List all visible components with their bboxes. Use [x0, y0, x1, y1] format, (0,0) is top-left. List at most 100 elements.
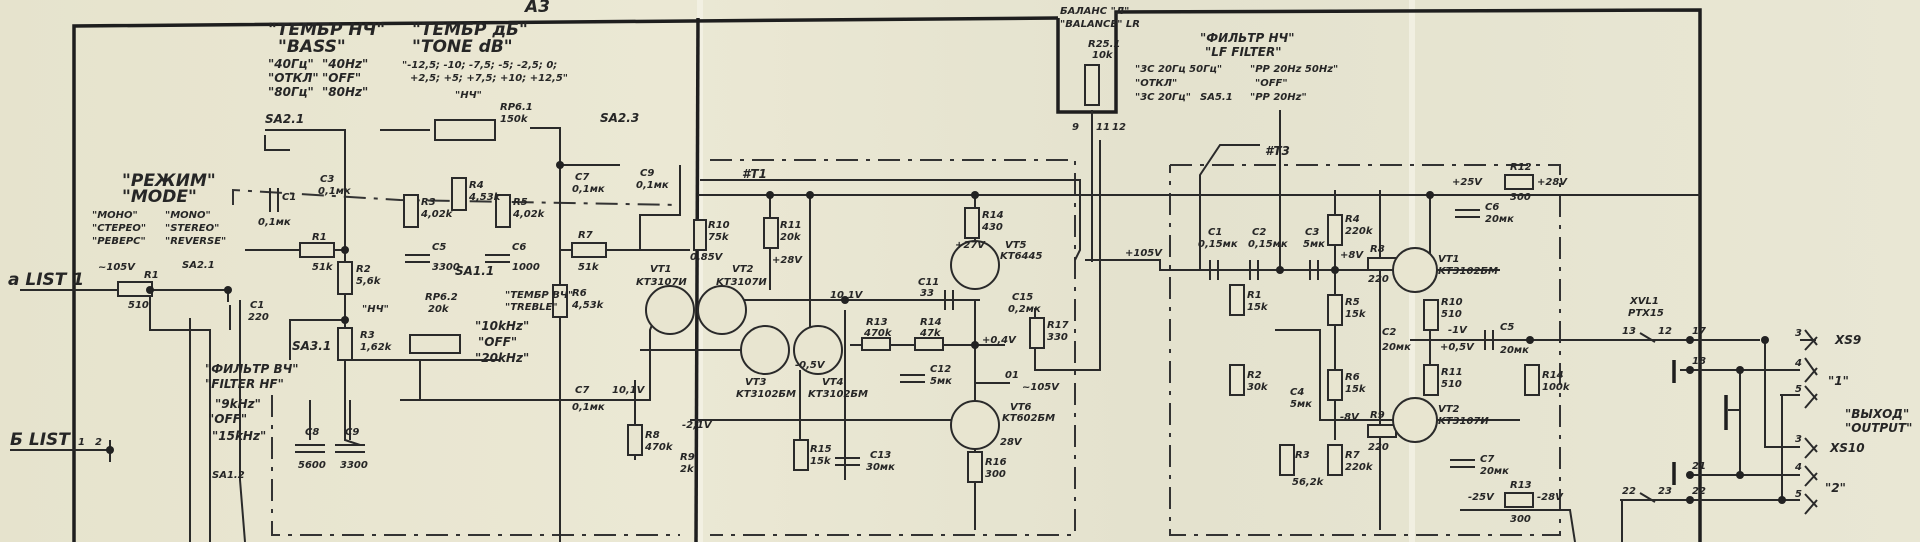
treble-option: "OFF": [478, 335, 517, 349]
part-ref: R3: [360, 330, 375, 341]
part-ref: C7: [575, 172, 589, 183]
part-ref: R4: [1345, 214, 1360, 225]
bass-option: "40Hz": [322, 57, 368, 71]
part-ref: C15: [1012, 292, 1033, 303]
mode-option: "РЕВЕРС": [92, 236, 146, 247]
mode-option: "REVERSE": [165, 236, 226, 247]
treble-hf: "НЧ": [362, 304, 389, 315]
part-ref: C3: [320, 174, 334, 185]
voltage-label: +8V: [1340, 250, 1364, 261]
part-value: 56,2k: [1292, 477, 1325, 488]
voltage-label: ~105V: [1022, 382, 1060, 393]
output-title-ru: "ВЫХОД": [1845, 407, 1909, 421]
relay-type: PTX15: [1628, 308, 1664, 319]
pin-label: 12: [1658, 326, 1672, 337]
switch-label: SA2.1: [265, 112, 304, 126]
part-ref: C5: [432, 242, 446, 253]
part-value: 430: [981, 222, 1003, 233]
part-ref: R15: [810, 444, 832, 455]
pin-label: 11: [1096, 122, 1110, 133]
filter-hf-title-en: "FILTER HF": [205, 377, 284, 391]
treble-option: "20kHz": [475, 351, 529, 365]
balance-labels: БАЛАНС "Л" "BALANCE" LR R25.1 10k 9 11 1…: [1060, 6, 1140, 133]
part-value: 20мк: [1500, 345, 1529, 356]
transistor-ref: VT1: [1438, 254, 1460, 265]
filter-lf-option: "3С 20Гц 50Гц": [1135, 64, 1222, 75]
filter-hf-option: "15kHz": [212, 429, 266, 443]
part-value: 20мк: [1382, 342, 1411, 353]
transistor-type: KT3102БМ: [1438, 266, 1498, 277]
part-ref: R14: [920, 317, 942, 328]
part-value: 510: [1441, 309, 1462, 320]
channel-label: "2": [1825, 481, 1846, 495]
voltage-label: +0,4V: [982, 335, 1017, 346]
pot-value: 10k: [1092, 50, 1114, 61]
part-value: 51k: [578, 262, 600, 273]
tone-steps: +2,5; +5; +7,5; +10; +12,5": [410, 73, 568, 84]
voltage-label: -1V: [1448, 325, 1468, 336]
balance-title-en: "BALANCE" LR: [1060, 19, 1140, 30]
switch-label: SA2.1: [182, 260, 215, 271]
filter-lf-option: "OFF": [1255, 78, 1288, 89]
pin-label: 17: [1692, 326, 1706, 337]
transistor-ref: VT4: [822, 377, 844, 388]
wires: [10, 110, 1818, 542]
part-value: 220: [1368, 442, 1389, 453]
part-value: 15k: [1345, 384, 1367, 395]
switch-label: SA5.1: [1200, 92, 1233, 103]
part-ref: C12: [930, 364, 951, 375]
part-value: 15k: [1247, 302, 1269, 313]
treble-title-ru: "ТЕМБР ВЧ": [505, 290, 573, 301]
part-ref: R1: [1247, 290, 1262, 301]
part-value: 3300: [340, 460, 368, 471]
input-1-label: a LIST 1: [8, 270, 84, 290]
voltage-label: +0,5V: [1440, 342, 1475, 353]
part-value: 220: [248, 312, 269, 323]
bass-labels: "ТЕМБР НЧ" "BASS" "40Гц" "ОТКЛ" "80Гц" "…: [265, 20, 385, 126]
resistor-value: 510: [128, 300, 149, 311]
part-value: 0,1мк: [636, 180, 669, 191]
part-ref: C1: [1208, 227, 1222, 238]
tone-labels: "ТЕМБР дБ" "TONE dB" "-12,5; -10; -7,5; …: [402, 20, 639, 125]
mode-labels: "РЕЖИМ" "MODE" "МОНО" "СТЕРЕО" "РЕВЕРС" …: [92, 171, 226, 271]
bass-option: "OFF": [322, 71, 361, 85]
part-value: 5,6k: [356, 276, 382, 287]
part-value: 3300: [432, 262, 460, 273]
resistor-ref: R1: [144, 270, 159, 281]
pin-label: 1: [78, 437, 85, 448]
filter-lf-title-ru: "ФИЛЬТР НЧ": [1200, 31, 1294, 45]
part-value: 470k: [863, 328, 893, 339]
part-value: 220k: [1345, 462, 1374, 473]
filter-hf-title-ru: "ФИЛЬТР ВЧ": [205, 362, 299, 376]
tone-steps: "-12,5; -10; -7,5; -5; -2,5; 0;: [402, 60, 557, 71]
voltage-label: 10,1V: [830, 290, 864, 301]
mode-title-en: "MODE": [122, 187, 197, 207]
part-ref: R13: [1510, 480, 1532, 491]
voltage-label: ~105V: [98, 262, 136, 273]
part-ref: C1: [282, 192, 296, 203]
transistor-type: KT3107И: [636, 277, 687, 288]
part-value: 0,1мк: [318, 186, 351, 197]
part-ref: C5: [1500, 322, 1514, 333]
part-value: 4,02k: [420, 209, 454, 220]
pot-value: 150k: [500, 114, 529, 125]
pin-label: 21: [1692, 461, 1706, 472]
part-ref: R13: [866, 317, 888, 328]
part-value: 5600: [298, 460, 326, 471]
pin-label: 4: [1794, 358, 1802, 369]
part-value: 33: [920, 288, 934, 299]
part-ref: R9: [1370, 410, 1385, 421]
treble-labels: "НЧ" RP6.2 20k SA1.1 "ТЕМБР ВЧ" "TREBLE"…: [362, 264, 573, 365]
transistor-ref: VT2: [732, 264, 754, 275]
filter-lf-option: "PP 20Hz": [1250, 92, 1307, 103]
pin-label: 5: [1795, 384, 1802, 395]
part-value: 330: [1047, 332, 1068, 343]
switch-label: SA3.1: [292, 339, 331, 353]
part-ref: R2: [356, 264, 371, 275]
tone-title-en: "TONE dB": [412, 37, 513, 57]
part-ref: R14: [982, 210, 1004, 221]
filter-lf-option: "PP 20Hz 50Hz": [1250, 64, 1338, 75]
filter-hf-option: "OFF": [208, 412, 247, 426]
